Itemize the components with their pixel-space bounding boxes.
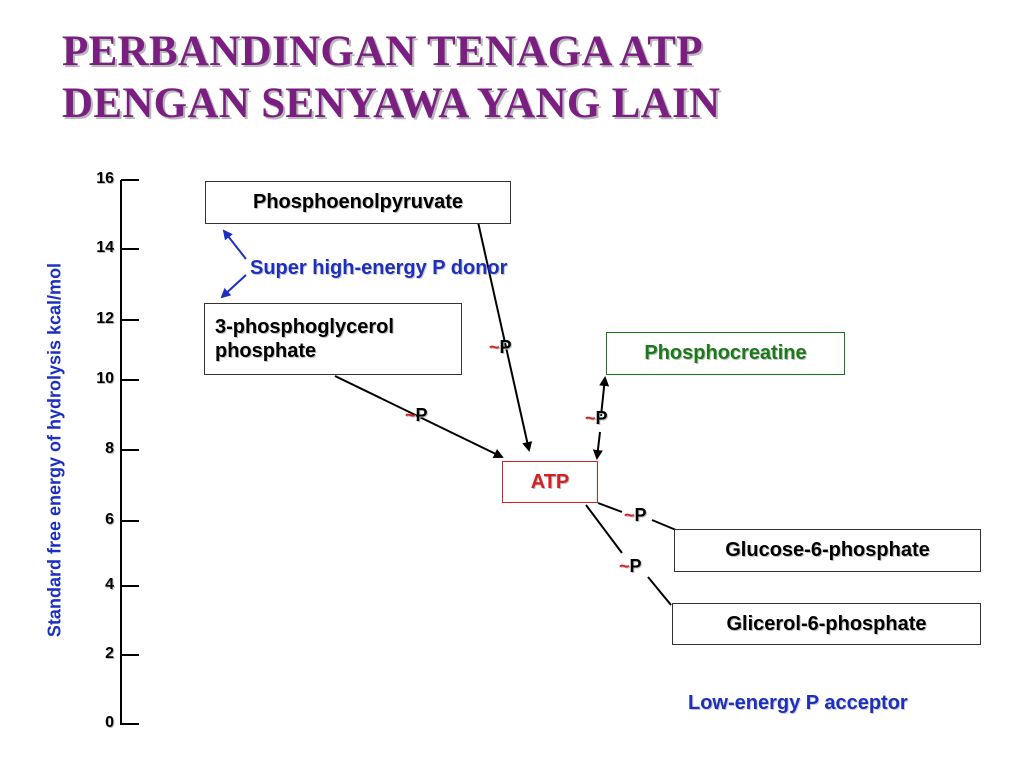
line-atp-to-g6p-a [597, 502, 623, 513]
label-phosphocreatine: Phosphocreatine [644, 342, 807, 364]
box-phosphocreatine: Phosphocreatine [606, 332, 845, 375]
arrow-pep-to-atp [477, 221, 533, 452]
donor-arrow-down [220, 274, 247, 299]
tilde-symbol: ~ [405, 405, 416, 425]
arrow-atp-to-phosphocreatine [599, 376, 610, 417]
tick-label-8: 8 [105, 440, 114, 457]
page-title: PERBANDINGAN TENAGA ATP DENGAN SENYAWA Y… [62, 26, 1002, 130]
tilde-symbol: ~ [619, 556, 630, 576]
line-atp-to-gl6p-a [585, 504, 623, 554]
tick-label-12: 12 [96, 310, 114, 327]
box-glucose-6-phosphate: Glucose-6-phosphate [674, 529, 981, 572]
box-atp: ATP [502, 461, 598, 503]
p-symbol: P [634, 505, 647, 525]
tilde-symbol: ~ [585, 408, 596, 428]
label-atp: ATP [530, 470, 570, 493]
tick-label-14: 14 [96, 239, 114, 256]
line-atp-to-gl6p-b [647, 576, 672, 606]
p-label-phosphocreatine: ~P [585, 408, 608, 429]
label-pgp-line-2: phosphate [215, 340, 317, 362]
p-label-gl6p: ~P [619, 556, 642, 577]
label-glicerol-6-phosphate: Glicerol-6-phosphate [726, 612, 927, 635]
tilde-symbol: ~ [624, 505, 635, 525]
p-symbol: P [415, 405, 428, 425]
p-label-g6p: ~P [624, 505, 647, 526]
label-phosphoenolpyruvate: Phosphoenolpyruvate [252, 191, 464, 213]
tick-label-0: 0 [105, 714, 114, 731]
label-pgp-line-1: 3-phosphoglycerol [215, 316, 394, 338]
tick-label-2: 2 [105, 645, 114, 662]
tilde-symbol: ~ [489, 337, 500, 357]
label-glucose-6-phosphate: Glucose-6-phosphate [725, 539, 930, 561]
p-label-pgp: ~P [405, 405, 428, 426]
p-symbol: P [499, 337, 512, 357]
donor-arrow-up [222, 229, 247, 260]
acceptor-label: Low-energy P acceptor [688, 692, 908, 714]
box-glicerol-6-phosphate: Glicerol-6-phosphate [672, 603, 981, 645]
arrow-pgp-to-atp [334, 375, 504, 459]
title-line-2: DENGAN SENYAWA YANG LAIN [62, 80, 721, 127]
p-label-pep: ~P [489, 337, 512, 358]
donor-label: Super high-energy P donor [250, 257, 508, 279]
p-symbol: P [595, 408, 608, 428]
p-symbol: P [629, 556, 642, 576]
tick-label-4: 4 [105, 576, 114, 593]
line-atp-to-g6p-b [651, 519, 677, 531]
tick-label-6: 6 [105, 511, 114, 528]
box-phosphoenolpyruvate: Phosphoenolpyruvate [205, 181, 511, 224]
title-line-1: PERBANDINGAN TENAGA ATP [62, 28, 703, 75]
tick-label-10: 10 [96, 370, 114, 387]
arrow-phosphocreatine-to-atp [592, 431, 603, 460]
tick-label-16: 16 [96, 170, 114, 187]
box-3-phosphoglycerol-phosphate: 3-phosphoglycerol phosphate [204, 303, 462, 375]
